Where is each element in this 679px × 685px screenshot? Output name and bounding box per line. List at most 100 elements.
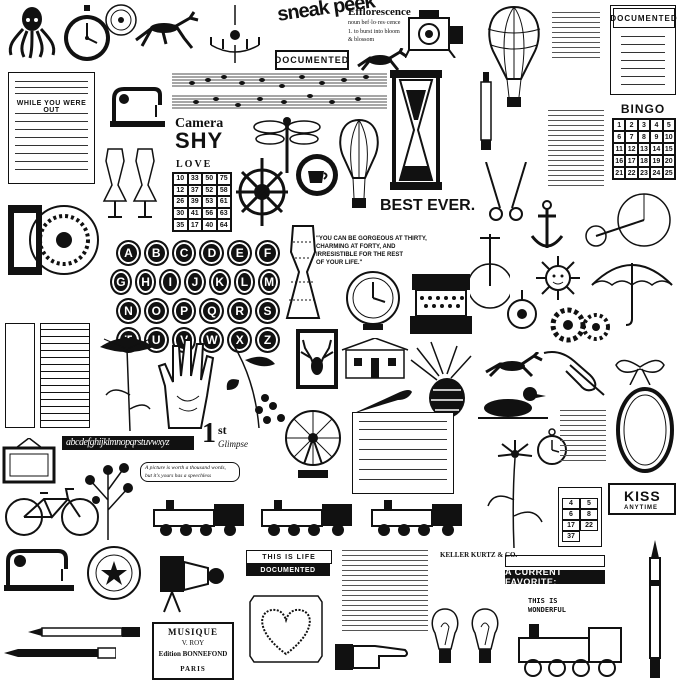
- current-favorite-label: A CURRENT FAVORITE:: [505, 567, 605, 587]
- hot-air-balloon-icon: [483, 5, 545, 120]
- typewriter-key: A: [116, 240, 141, 266]
- dress-form-icon: [100, 145, 162, 220]
- typewriter-key: S: [255, 298, 280, 324]
- first-glimpse-number: 1: [202, 418, 216, 449]
- current-favorite-top-rule: [505, 555, 605, 567]
- calendar-cell: 22: [580, 520, 598, 531]
- typewriter-key: M: [258, 269, 281, 295]
- documented-label-center: DOCUMENTED: [275, 50, 349, 70]
- ship-wheel-icon: [232, 152, 292, 232]
- bingo-cell: 12: [625, 143, 638, 155]
- love-cell: 26: [173, 196, 188, 208]
- hot-air-balloon-small-icon: [336, 118, 382, 218]
- building-icon: [340, 338, 410, 382]
- love-cell: 12: [173, 184, 188, 197]
- documented-card-lines: [615, 32, 671, 90]
- this-is-life-label: THIS IS LIFE: [246, 550, 332, 564]
- bingo-cell: 5: [662, 119, 675, 131]
- bingo-cell: 13: [637, 143, 651, 155]
- typewriter-key: Z: [255, 327, 280, 353]
- bingo-cell: 14: [650, 143, 663, 155]
- keller-kurtz-text: KELLER KURTZ & CO.: [440, 551, 518, 559]
- typewriter-key: L: [233, 269, 256, 295]
- camera-icon: [405, 4, 473, 58]
- bingo-cell: 7: [625, 131, 638, 143]
- bingo-cell: 22: [625, 167, 638, 179]
- typewriter-key: N: [116, 298, 141, 324]
- camera-text: Camera: [175, 116, 224, 131]
- bingo-cell: 19: [650, 155, 663, 167]
- bingo-cell: 3: [637, 119, 651, 131]
- bingo-cell: 21: [613, 167, 626, 179]
- berry-branch-icon: [225, 340, 293, 430]
- script-text-block: [552, 12, 600, 62]
- writing-hand-icon: [540, 345, 606, 397]
- calendar-cell: 17: [562, 520, 580, 531]
- pointing-hand-icon: [335, 638, 409, 674]
- love-cell: 17: [187, 219, 202, 231]
- oval-frame-icon: [615, 385, 675, 475]
- stag-frame-icon: [295, 328, 339, 390]
- palmistry-hand-icon: [155, 336, 219, 432]
- bellows-camera-icon: [158, 548, 228, 614]
- typewriter-icon: [410, 272, 472, 336]
- love-title: LOVE: [176, 159, 213, 170]
- bingo-cell: 9: [650, 131, 663, 143]
- shy-text: SHY: [175, 128, 224, 153]
- typewriter-key: F: [255, 240, 280, 266]
- ruler-card: [5, 323, 35, 428]
- coffee-cup-badge-icon: [295, 153, 339, 197]
- bingo-cell: 8: [637, 131, 651, 143]
- berry-stem-icon: [80, 460, 138, 540]
- ornate-dress-icon: [283, 222, 323, 322]
- while-you-were-out-form: WHILE YOU WERE OUT: [8, 72, 95, 184]
- fan-icon: [282, 408, 344, 480]
- documented-card: DOCUMENTED: [610, 5, 677, 95]
- seal-stamp-icon: [104, 3, 138, 37]
- love-cell: 41: [187, 207, 202, 220]
- typewriter-key: W: [199, 327, 225, 353]
- heart-icon: [246, 592, 326, 666]
- typewriter-key: P: [171, 298, 197, 324]
- locomotive-3-icon: [368, 500, 468, 538]
- locomotive-4-icon: [515, 620, 627, 678]
- bingo-cell: 10: [662, 131, 675, 143]
- love-cell: 40: [202, 219, 217, 231]
- kiss-ticket: KISS ANYTIME: [608, 483, 676, 515]
- love-cell: 61: [216, 196, 231, 208]
- umbrella-icon: [590, 255, 674, 327]
- love-cell: 39: [187, 196, 202, 208]
- first-glimpse-suffix: st: [218, 423, 227, 437]
- pen-nib-2-icon: [4, 645, 116, 661]
- musique-edition: Edition BONNEFOND: [158, 650, 228, 658]
- penny-farthing-icon: [470, 232, 510, 312]
- picture-quote-line-1: A picture is worth a thousand words,: [145, 465, 226, 471]
- kiss-text: KISS: [624, 488, 661, 504]
- music-staff-icon: [172, 70, 387, 112]
- quill-pen-icon: [350, 388, 414, 416]
- dragonfly-icon: [252, 115, 322, 175]
- bicycle-icon: [4, 485, 100, 537]
- bingo-cell: 1: [613, 119, 626, 131]
- bingo-cell: 24: [650, 167, 663, 179]
- efflorescence-pronunciation: noun bef·lo·res·cence: [348, 20, 401, 26]
- locomotive-2-icon: [258, 500, 358, 538]
- leaping-deer-icon: [132, 10, 202, 50]
- love-cell: 53: [202, 196, 217, 208]
- calendar-cell: 4: [562, 498, 580, 509]
- pocket-watch-small-icon: [537, 428, 567, 466]
- documented-label-top-right: DOCUMENTED: [610, 8, 677, 28]
- pocket-watch-icon: [62, 5, 112, 63]
- bingo-cell: 2: [625, 119, 638, 131]
- calendar-cell: 5: [580, 498, 598, 509]
- typewriter-key: K: [208, 269, 231, 295]
- while-you-were-out-title: WHILE YOU WERE OUT: [16, 100, 87, 114]
- gear-machine-icon: [4, 185, 100, 295]
- calendar-cell: 6: [562, 509, 580, 520]
- bingo-title: BINGO: [612, 102, 674, 116]
- octopus-icon: [6, 5, 58, 60]
- fountain-pen-icon: [645, 540, 665, 680]
- medical-seal: [86, 545, 142, 601]
